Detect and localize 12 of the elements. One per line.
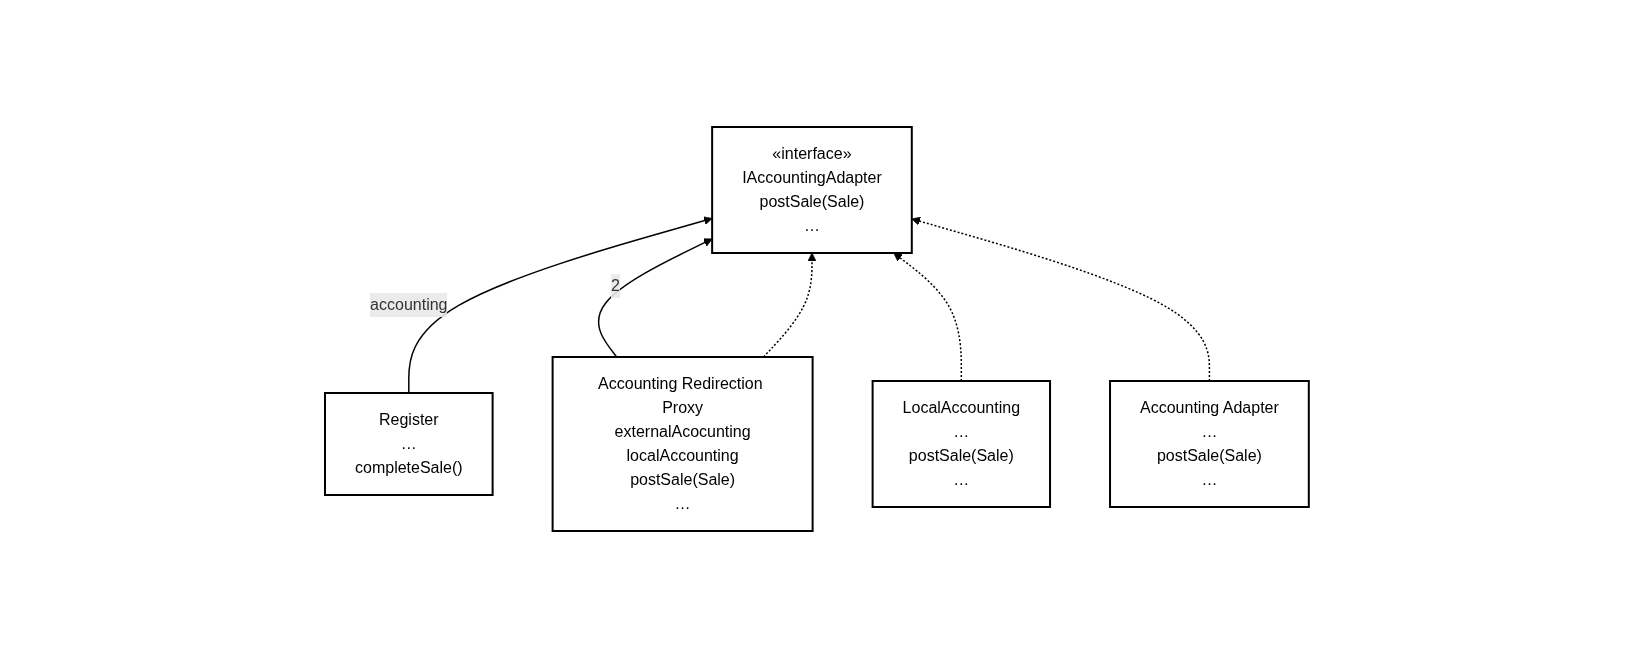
node-box: Register … completeSale(): [324, 392, 494, 496]
node-box: Accounting Redirection Proxy externalAcocunting localAccounting postSale(Sale) …: [551, 356, 814, 532]
arrow: [911, 216, 1211, 382]
edge-label: 2: [611, 277, 620, 295]
arrow: [408, 216, 713, 394]
arrow: [893, 252, 963, 382]
node-box: LocalAccounting … postSale(Sale) …: [871, 380, 1052, 508]
edge-label: accounting: [370, 296, 448, 313]
arrow: [597, 238, 713, 358]
arrow: [762, 252, 817, 358]
node-box: «interface» IAccountingAdapter postSale(Sale) …: [711, 126, 913, 254]
node-box: Accounting Adapter … postSale(Sale) …: [1109, 380, 1310, 508]
